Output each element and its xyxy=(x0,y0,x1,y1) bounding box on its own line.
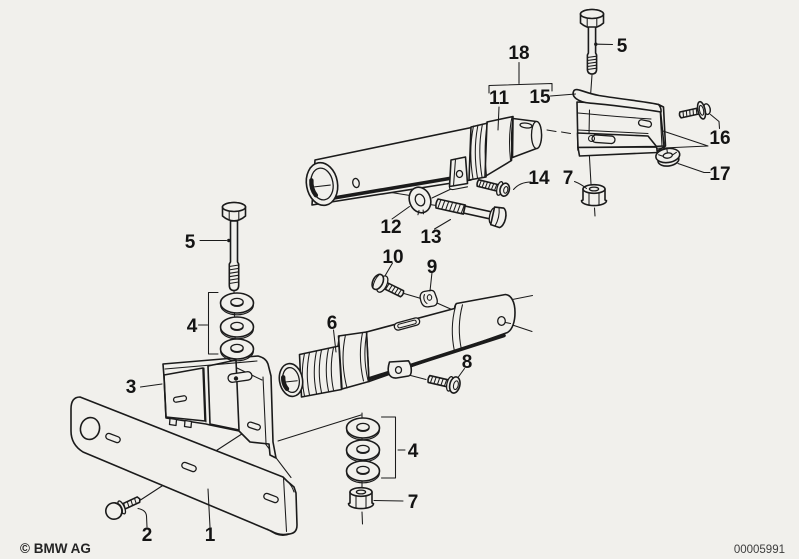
part-nut-17 xyxy=(655,147,711,174)
callout-15: 15 xyxy=(529,87,551,108)
callout-3: 3 xyxy=(126,377,137,398)
part-bracket-3 xyxy=(162,355,277,459)
callout-12: 12 xyxy=(380,217,401,238)
part-washer-12 xyxy=(408,186,432,216)
part-washer-stack-4-right xyxy=(345,416,406,484)
part-bolt-5-left xyxy=(221,201,247,292)
document-number: 00005991 xyxy=(734,544,785,556)
callout-17: 17 xyxy=(709,164,730,185)
callout-labels: 1 2 3 4 4 5 5 6 7 7 8 9 10 11 12 13 14 1… xyxy=(126,36,731,546)
part-nut-7-top xyxy=(573,180,608,207)
callout-leader-lines xyxy=(137,43,614,528)
copyright-text: © BMW AG xyxy=(20,541,91,556)
part-tube-6 xyxy=(278,293,516,398)
callout-7-top: 7 xyxy=(563,168,574,189)
callout-10: 10 xyxy=(382,247,403,268)
callout-18: 18 xyxy=(508,43,529,64)
callout-1: 1 xyxy=(205,525,216,546)
part-plate-1 xyxy=(70,396,298,536)
callout-5-top: 5 xyxy=(617,36,628,57)
callout-14: 14 xyxy=(528,168,550,189)
callout-4-left: 4 xyxy=(187,316,198,337)
part-bolt-2 xyxy=(105,496,141,520)
callout-13: 13 xyxy=(420,227,441,248)
part-clip-9 xyxy=(419,289,438,308)
callout-6: 6 xyxy=(327,313,338,334)
callout-5-left: 5 xyxy=(185,232,196,253)
part-bolt-5-top xyxy=(579,8,605,75)
part-screw-16 xyxy=(678,100,721,130)
part-screw-8 xyxy=(427,374,461,394)
callout-11: 11 xyxy=(489,88,510,109)
part-bolt-10 xyxy=(371,273,405,298)
callout-7-bottom: 7 xyxy=(408,492,419,513)
part-bolt-13 xyxy=(435,198,507,229)
part-screw-14 xyxy=(476,178,511,197)
callout-8: 8 xyxy=(462,352,473,373)
part-tube-11 xyxy=(305,115,543,207)
assembly-leader-lines xyxy=(139,74,709,525)
callout-9: 9 xyxy=(427,257,438,278)
part-nut-7-bottom xyxy=(347,486,404,510)
callout-2: 2 xyxy=(142,525,153,546)
part-washer-stack-4-left xyxy=(197,291,255,362)
part-bracket-15 xyxy=(572,88,667,157)
callout-16: 16 xyxy=(709,128,730,149)
callout-4-right: 4 xyxy=(408,441,419,462)
